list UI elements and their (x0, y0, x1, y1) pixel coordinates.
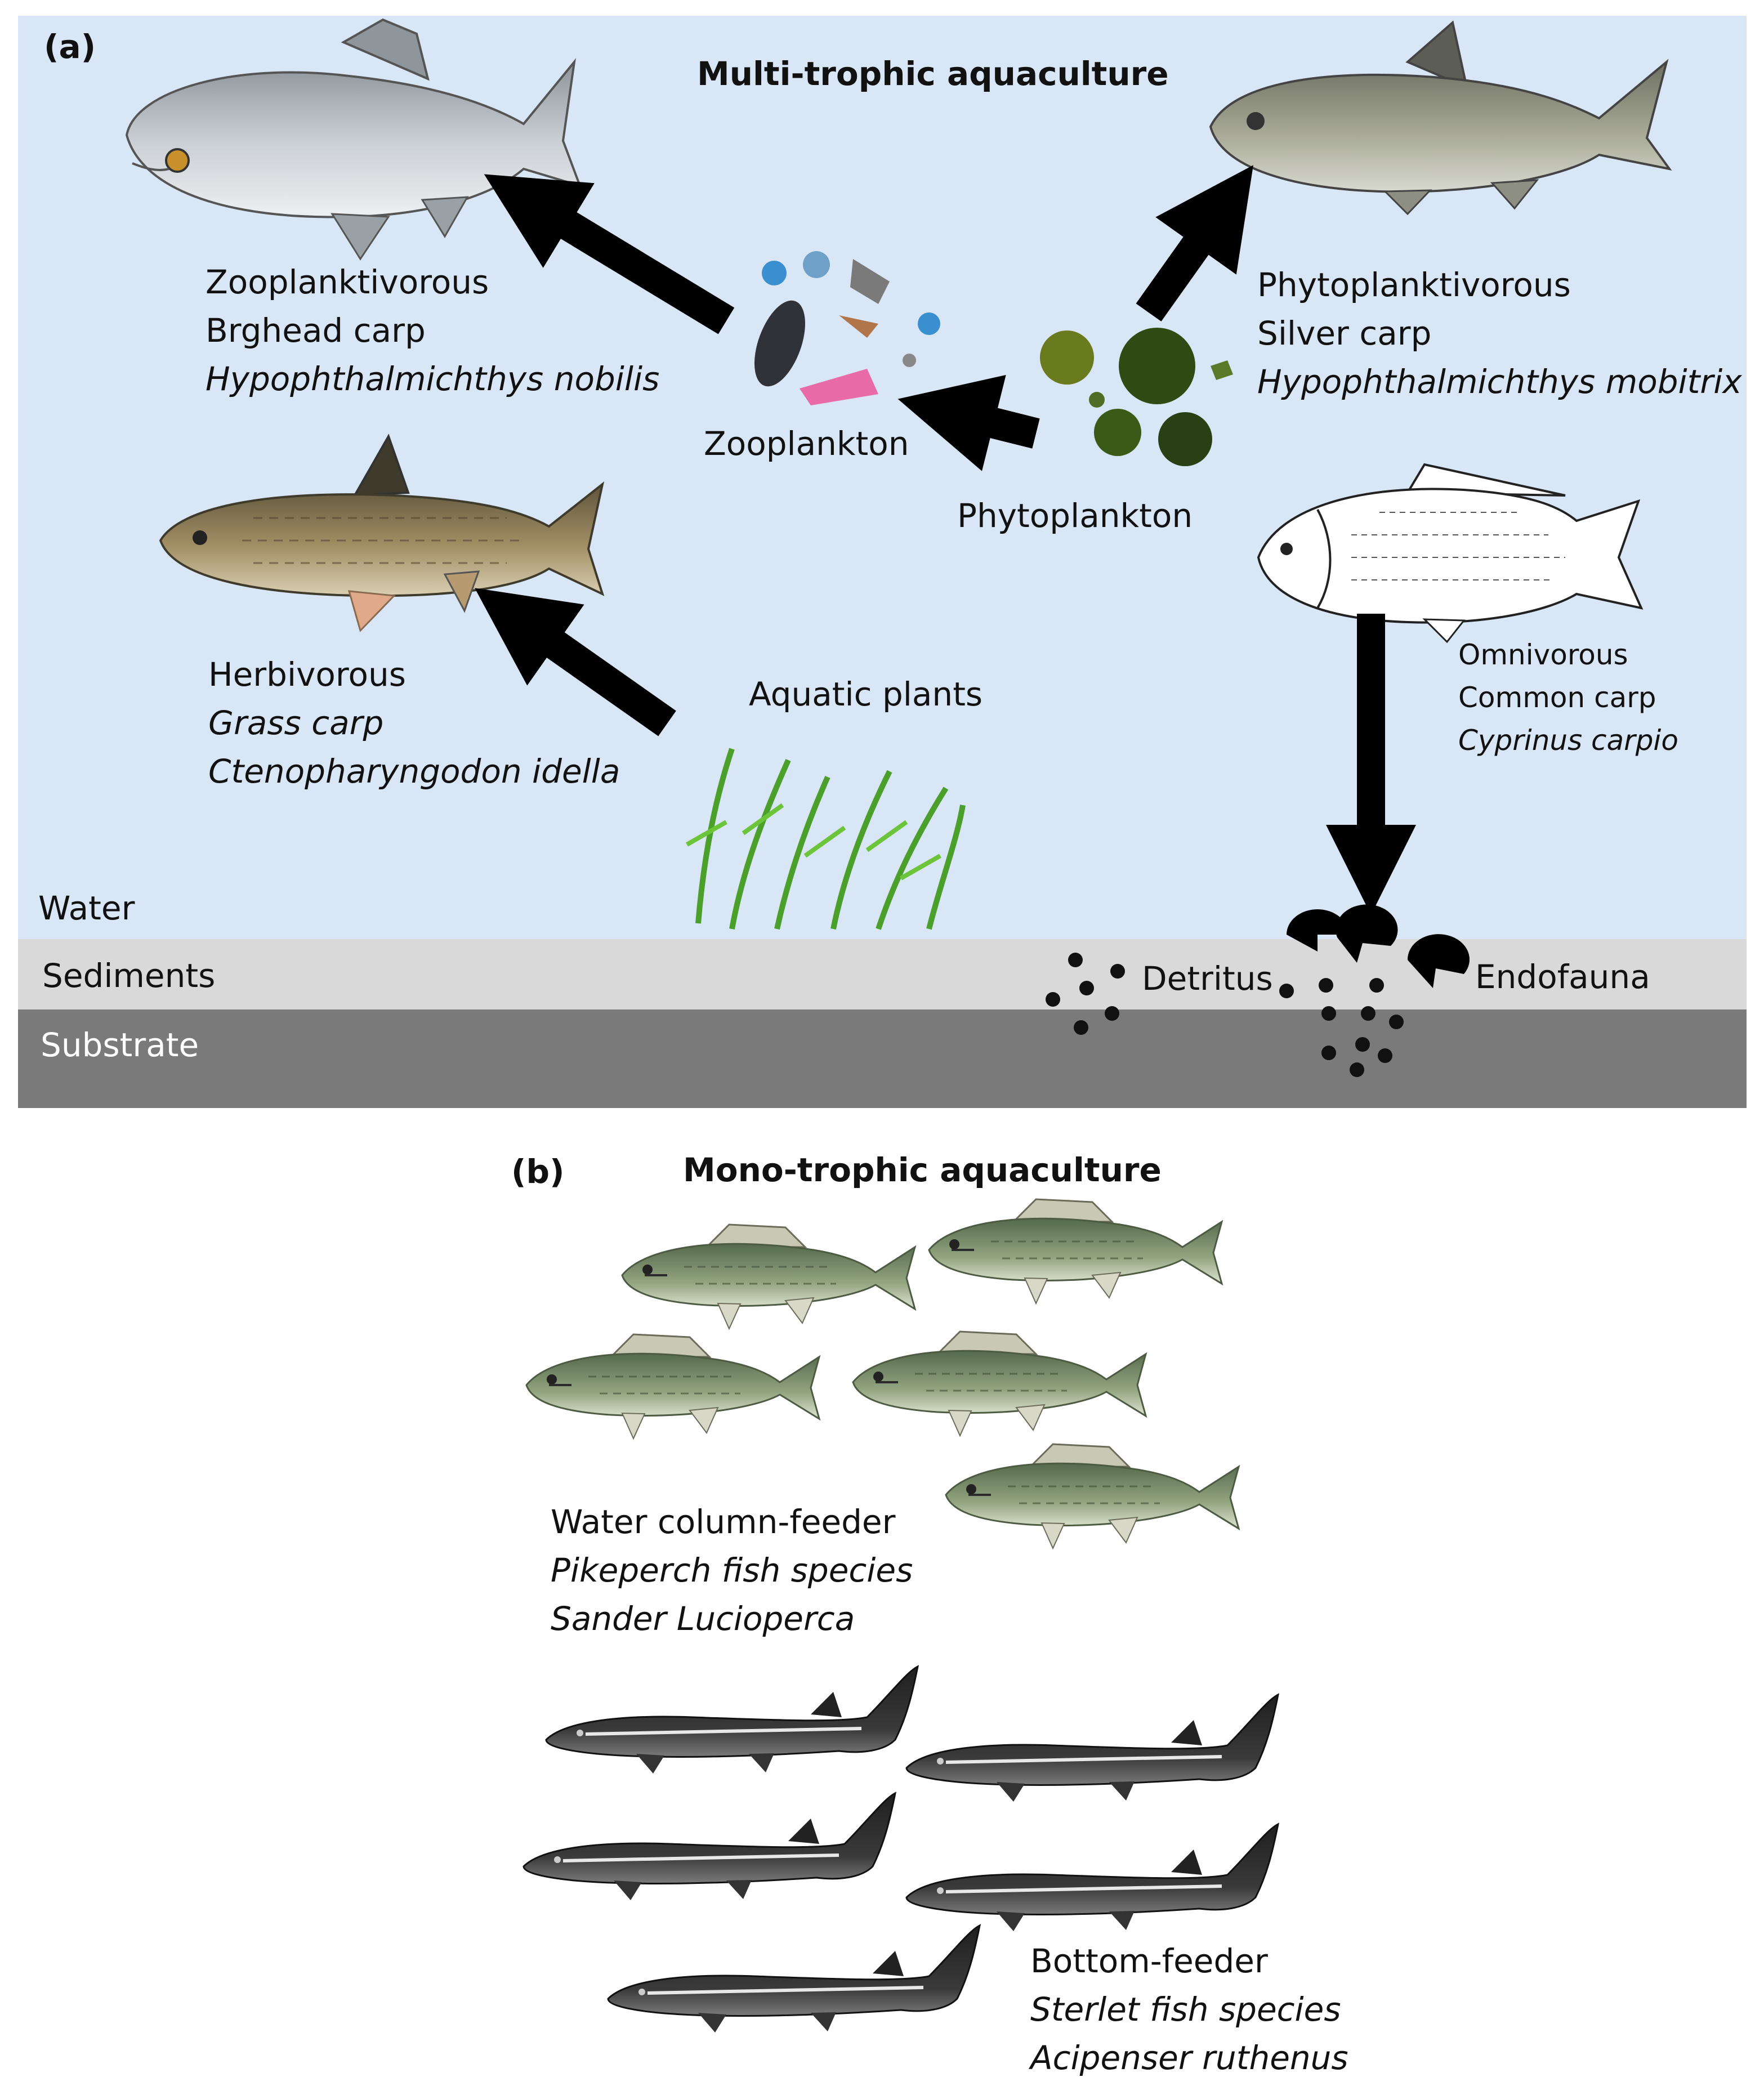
zooplanktivorous-common-name: Brghead carp (206, 311, 426, 350)
common-carp-illustration (1257, 463, 1644, 644)
arrow-phytoplankton-to-zooplankton (897, 374, 1040, 471)
phytoplanktivorous-label: Phytoplanktivorous Silver carp Hypophtha… (1257, 261, 1742, 406)
zooplanktivorous-role: Zooplanktivorous (206, 263, 489, 301)
arrow-phytoplankton-to-silver (1136, 165, 1253, 321)
water-column-feeder-label: Water column-feeder Pikeperch fish speci… (551, 1498, 913, 1643)
bottom-feeder-label: Bottom-feeder Sterlet fish species Acipe… (1030, 1937, 1348, 2082)
aquatic-plants-label: Aquatic plants (749, 675, 983, 713)
panel-a-title: Multi-trophic aquaculture (697, 55, 1169, 93)
detritus-particles (1046, 953, 1404, 1077)
herbivorous-common-name: Grass carp (208, 704, 384, 742)
pikeperch-school (525, 1198, 1240, 1549)
grass-carp-illustration (159, 434, 605, 632)
pikeperch-species: Sander Lucioperca (551, 1600, 855, 1638)
sterlet-species: Acipenser ruthenus (1030, 2039, 1348, 2077)
sterlet-common-name: Sterlet fish species (1030, 1990, 1341, 2029)
panel-b-tag: (b) (511, 1153, 565, 1191)
omnivorous-common-name: Common carp (1458, 681, 1656, 714)
herbivorous-label: Herbivorous Grass carp Ctenopharyngodon … (208, 650, 620, 796)
zooplankton-label: Zooplankton (704, 425, 909, 463)
phytoplanktivorous-common-name: Silver carp (1257, 314, 1432, 352)
endofauna-label: Endofauna (1475, 958, 1650, 996)
aquatic-plants-illustration (686, 748, 966, 930)
pikeperch-common-name: Pikeperch fish species (551, 1551, 913, 1589)
zooplanktivorous-label: Zooplanktivorous Brghead carp Hypophthal… (206, 258, 659, 403)
phytoplankton-illustration (1040, 328, 1233, 466)
arrow-plants-to-grass (475, 588, 676, 736)
herbivorous-species: Ctenopharyngodon idella (208, 752, 620, 790)
detritus-label: Detritus (1142, 959, 1273, 998)
silver-carp-illustration (1209, 20, 1672, 216)
phytoplanktivorous-species: Hypophthalmichthys mobitrix (1257, 363, 1742, 401)
substrate-label: Substrate (41, 1026, 199, 1064)
water-column-feeder-role: Water column-feeder (551, 1503, 896, 1541)
zooplankton-illustration (754, 251, 940, 405)
bottom-feeder-role: Bottom-feeder (1030, 1942, 1268, 1980)
endofauna-shells (1287, 904, 1470, 988)
phytoplankton-label: Phytoplankton (957, 497, 1193, 535)
bighead-carp-illustration (125, 18, 582, 261)
omnivorous-role: Omnivorous (1458, 638, 1628, 671)
panel-b-title: Mono-trophic aquaculture (683, 1151, 1162, 1189)
omnivorous-label: Omnivorous Common carp Cyprinus carpio (1458, 633, 1678, 762)
sediments-label: Sediments (42, 957, 216, 995)
zooplanktivorous-species: Hypophthalmichthys nobilis (206, 360, 660, 398)
arrow-zooplankton-to-bighead (484, 174, 735, 334)
panel-a-tag: (a) (44, 28, 96, 66)
substrate-layer (18, 1010, 1747, 1108)
phytoplanktivorous-role: Phytoplanktivorous (1257, 266, 1571, 304)
omnivorous-species: Cyprinus carpio (1458, 724, 1678, 757)
herbivorous-role: Herbivorous (208, 655, 406, 694)
water-label: Water (38, 889, 135, 927)
